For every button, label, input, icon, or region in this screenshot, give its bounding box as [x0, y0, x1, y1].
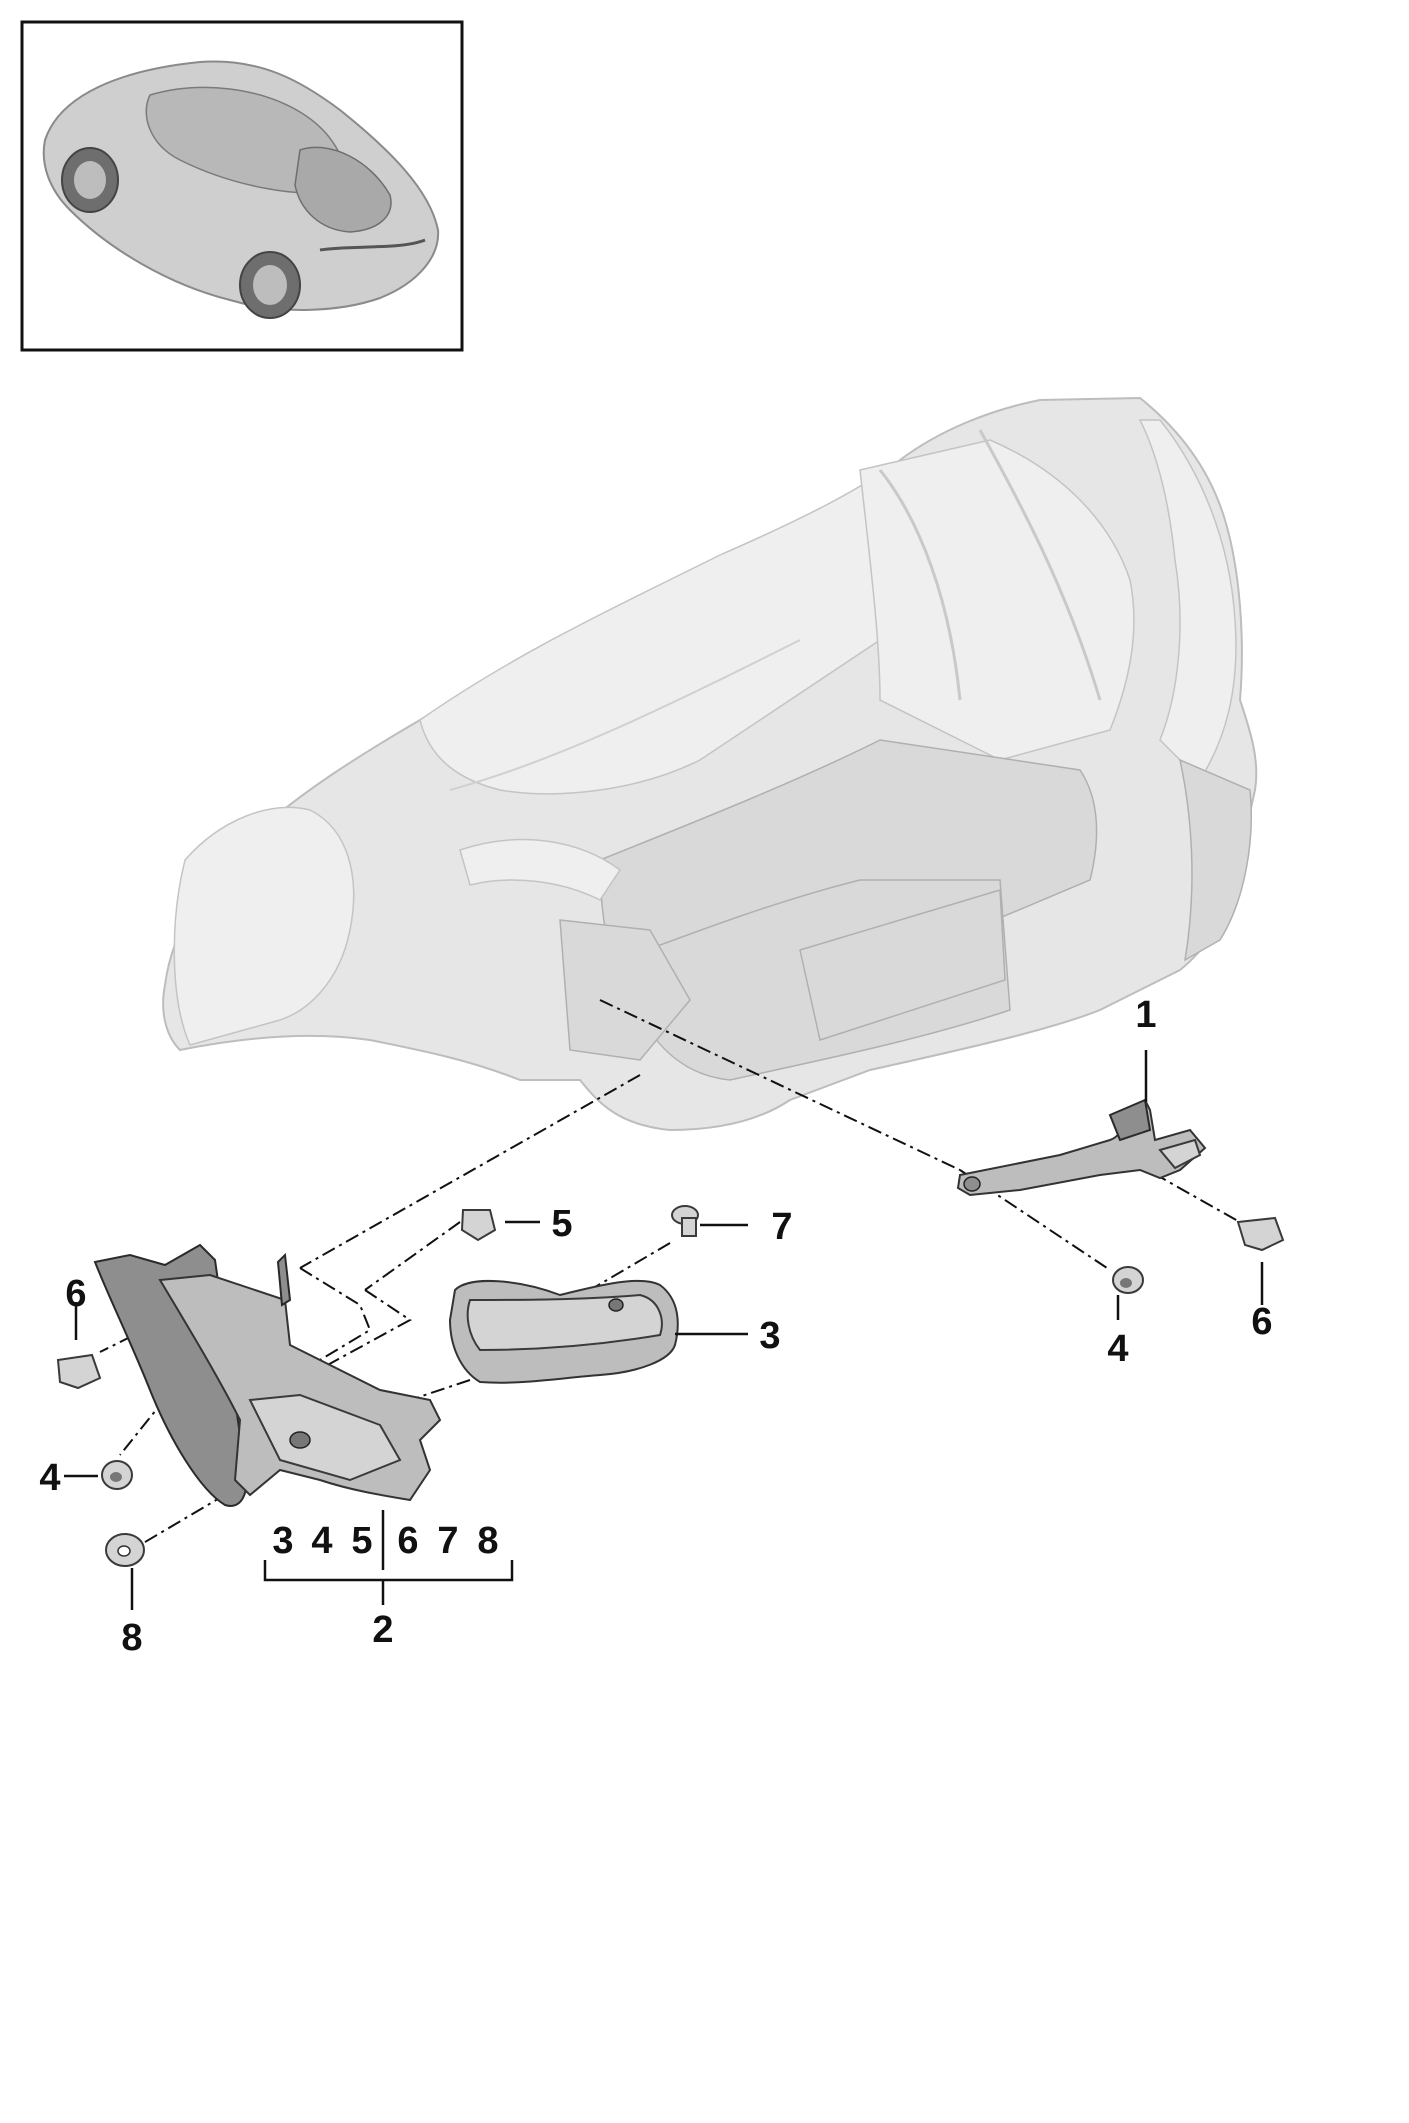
kit-member: 6 — [397, 1520, 418, 1562]
kit-member-list: 3 4 5 6 7 8 — [272, 1520, 498, 1562]
part-4-nut-left — [101, 1460, 133, 1490]
kit-member: 7 — [437, 1520, 458, 1562]
part-4-nut-right — [1112, 1266, 1144, 1294]
callout-2: 2 — [372, 1609, 393, 1651]
leader-lines — [64, 1050, 1264, 1610]
callout-4-left: 4 — [39, 1457, 60, 1499]
kit-member: 4 — [311, 1520, 332, 1562]
vehicle-body-shell — [162, 396, 1258, 1132]
callout-7: 7 — [771, 1206, 792, 1248]
callout-labels: 1 5 7 3 4 6 6 4 8 2 — [39, 994, 1272, 1659]
part-6-clip-right — [1236, 1216, 1285, 1252]
part-5-nut — [460, 1209, 497, 1242]
part-2-carrier — [93, 1243, 442, 1507]
kit-member: 5 — [351, 1520, 372, 1562]
callout-6-right: 6 — [1251, 1301, 1272, 1343]
part-3-shield — [448, 1279, 679, 1384]
callout-6-left: 6 — [65, 1273, 86, 1315]
overview-thumbnail — [20, 20, 464, 352]
kit-member: 3 — [272, 1520, 293, 1562]
callout-1: 1 — [1135, 994, 1156, 1036]
callout-5: 5 — [551, 1203, 572, 1245]
kit-member: 8 — [477, 1520, 498, 1562]
part-1-bracket — [956, 1098, 1207, 1197]
callout-3: 3 — [759, 1315, 780, 1357]
part-8-washer — [105, 1533, 145, 1567]
part-7-bolt — [671, 1205, 699, 1237]
callout-4-right: 4 — [1107, 1328, 1128, 1370]
part-6-clip-left — [56, 1353, 102, 1390]
callout-8: 8 — [121, 1617, 142, 1659]
